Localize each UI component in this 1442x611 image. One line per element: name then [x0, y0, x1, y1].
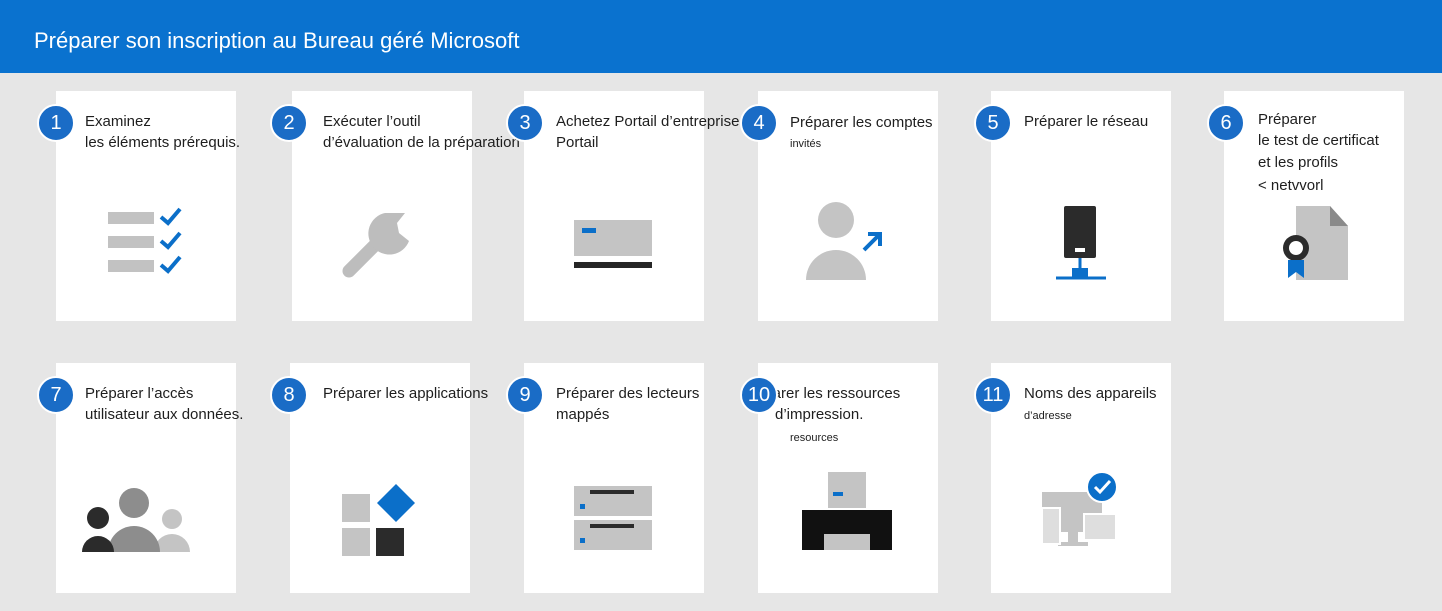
step-card-3 [524, 91, 704, 321]
step-label-small: resources [790, 432, 839, 444]
drives-icon [574, 486, 652, 550]
users-group-icon [82, 488, 190, 552]
wrench-icon [342, 213, 409, 278]
step-label-line: Examinez [85, 113, 151, 130]
step-number-badge: 5 [974, 104, 1012, 142]
checklist-icon [108, 207, 182, 274]
step-label-line: et les profils [1258, 154, 1339, 171]
certificate-icon [1283, 206, 1348, 280]
step-label-line: Préparer les applications [323, 385, 489, 402]
step-label-line: Exécuter l’outil [323, 113, 421, 130]
step-number-badge: 11 [974, 376, 1012, 414]
network-device-icon [1056, 206, 1106, 280]
step-number-badge: 8 [270, 376, 308, 414]
step-card-7 [56, 363, 236, 593]
step-label-line: Préparer l’accès [85, 385, 194, 402]
step-label-line: Portail [556, 134, 599, 151]
step-label-line: d’impression. [775, 406, 864, 423]
step-number-badge: 10 [740, 376, 778, 414]
step-label-small: d’adresse [1024, 410, 1072, 422]
card-icon [574, 220, 652, 268]
step-label-line: Noms des appareils [1024, 385, 1157, 402]
step-number-badge: 2 [270, 104, 308, 142]
step-label-small: invités [790, 138, 822, 150]
page-title: Préparer son inscription au Bureau géré … [34, 28, 520, 53]
step-label-line: Préparer des lecteurs [556, 385, 700, 402]
step-number-badge: 3 [506, 104, 544, 142]
step-number-badge: 4 [740, 104, 778, 142]
step-label-line: Préparer le réseau [1024, 113, 1149, 130]
step-label-line: Préparer les ressources [741, 385, 901, 402]
step-card-4 [758, 91, 938, 321]
printer-icon [802, 472, 892, 550]
step-label-line: < netvvorl [1258, 177, 1324, 194]
header-banner: Préparer son inscription au Bureau géré … [0, 0, 1442, 73]
step-card-2 [292, 91, 472, 321]
apps-icon [342, 484, 415, 556]
step-number-badge: 9 [506, 376, 544, 414]
step-card-9 [524, 363, 704, 593]
step-number-badge: 6 [1207, 104, 1245, 142]
user-arrow-icon [806, 202, 882, 280]
step-label-line: le test de certificat [1258, 132, 1379, 149]
devices-check-icon [1041, 471, 1118, 546]
step-number-badge: 1 [37, 104, 75, 142]
step-number-badge: 7 [37, 376, 75, 414]
step-label-line: les éléments prérequis. [85, 134, 241, 151]
step-label-line: d’évaluation de la préparation [323, 134, 520, 151]
step-label-line: mappés [556, 406, 610, 423]
step-label-line: Préparer [1258, 111, 1317, 128]
step-card-11 [991, 363, 1171, 593]
step-label-line: utilisateur aux données. [85, 406, 244, 423]
step-label-line: Achetez Portail d’entreprise. [556, 113, 744, 130]
step-label-line: Préparer les comptes [790, 114, 933, 131]
step-card-1 [56, 91, 236, 321]
